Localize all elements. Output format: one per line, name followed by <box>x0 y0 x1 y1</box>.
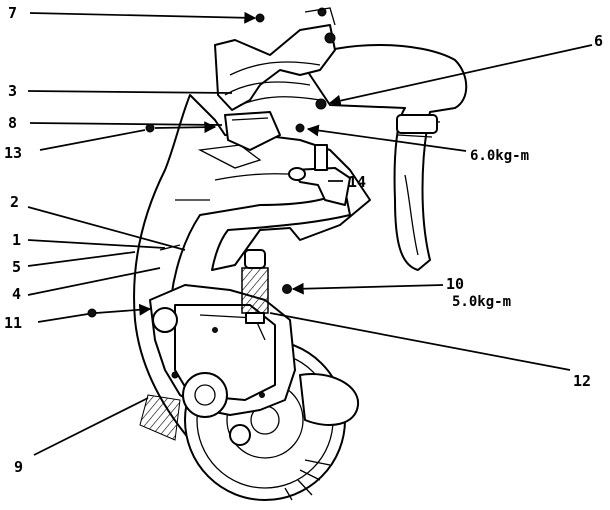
torque-10: 5.0kg-m <box>452 294 511 310</box>
callout-1: 1 <box>12 231 21 249</box>
nut-6-drawing <box>315 98 327 110</box>
callout-10: 10 <box>446 275 464 293</box>
callout-12: 12 <box>573 372 591 390</box>
callout-9: 9 <box>14 458 23 476</box>
callout-7: 7 <box>8 4 17 22</box>
callout-11: 11 <box>4 314 22 332</box>
callout-2: 2 <box>10 193 19 211</box>
nut-torque-6-drawing <box>295 123 305 133</box>
rear-shock-12-drawing <box>241 249 269 324</box>
nut-10-drawing <box>282 284 292 294</box>
callout-5: 5 <box>12 258 21 276</box>
bolt-11-drawing <box>87 308 97 318</box>
belt-hatch-drawing <box>139 394 181 441</box>
callout-14: 14 <box>348 173 366 191</box>
leader-lines <box>27 11 593 456</box>
bolt-7-drawing <box>255 13 265 23</box>
callout-6: 6 <box>594 32 603 50</box>
callout-13: 13 <box>4 144 22 162</box>
bracket-8-drawing <box>224 111 281 151</box>
callout-8: 8 <box>8 114 17 132</box>
upper-frame-drawing <box>214 7 336 111</box>
muffler-drawing <box>299 373 360 426</box>
callout-3: 3 <box>8 82 17 100</box>
bracket-14-drawing <box>288 144 351 206</box>
callout-4: 4 <box>12 285 21 303</box>
torque-6: 6.0kg-m <box>470 148 529 164</box>
bolt-13-drawing <box>145 123 155 133</box>
